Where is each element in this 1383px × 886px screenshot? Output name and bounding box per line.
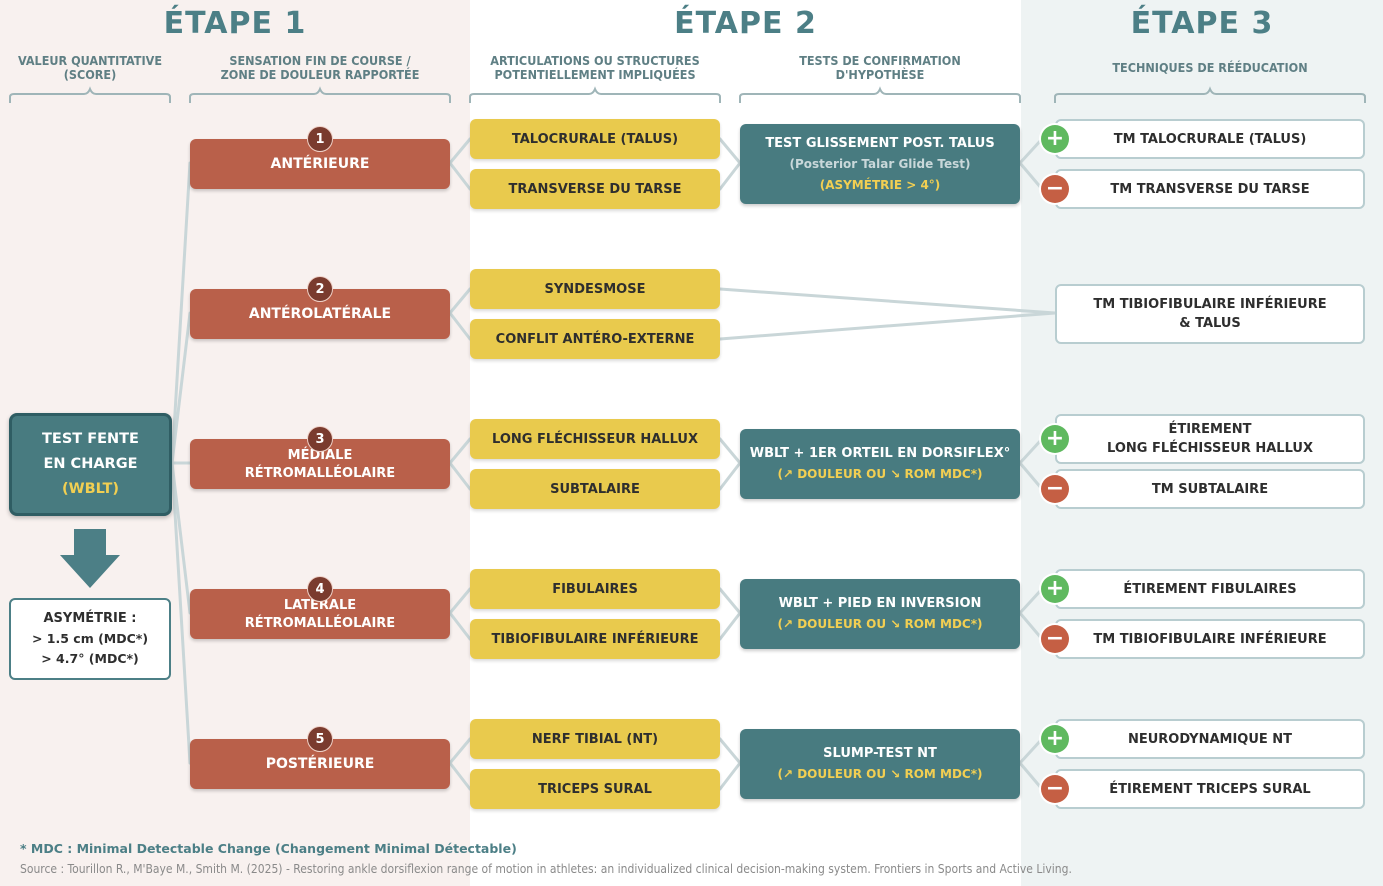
test-criterion: (↗ DOULEUR OU ↘ ROM MDC*)	[777, 467, 983, 481]
zone-number-5: 5	[307, 726, 333, 752]
structure-nerf-tibial: NERF TIBIAL (NT)	[470, 719, 720, 759]
structure-long-flechisseur: LONG FLÉCHISSEUR HALLUX	[470, 419, 720, 459]
wblt-main-box: TEST FENTE EN CHARGE (WBLT)	[9, 413, 172, 516]
structure-subtalaire: SUBTALAIRE	[470, 469, 720, 509]
structure-triceps-sural: TRICEPS SURAL	[470, 769, 720, 809]
minus-icon: −	[1041, 625, 1069, 653]
link-main-zone2	[170, 311, 192, 465]
technique-tm-tibiofibulaire-talus: TM TIBIOFIBULAIRE INFÉRIEURE & TALUS	[1055, 284, 1365, 344]
structure-conflit: CONFLIT ANTÉRO-EXTERNE	[470, 319, 720, 359]
test-criterion: (↗ DOULEUR OU ↘ ROM MDC*)	[777, 617, 983, 631]
technique-tm-tibiofibulaire: TM TIBIOFIBULAIRE INFÉRIEURE	[1055, 619, 1365, 659]
minus-icon: −	[1041, 175, 1069, 203]
zone-number-1: 1	[307, 126, 333, 152]
structure-syndesmose: SYNDESMOSE	[470, 269, 720, 309]
test-wblt-orteil: WBLT + 1ER ORTEIL EN DORSIFLEX° (↗ DOULE…	[740, 429, 1020, 499]
technique-neurodynamique: NEURODYNAMIQUE NT	[1055, 719, 1365, 759]
test-title: WBLT + 1ER ORTEIL EN DORSIFLEX°	[749, 446, 1011, 461]
column-heading-techniques: TECHNIQUES DE RÉÉDUCATION	[1112, 60, 1308, 75]
structure-talocrurale: TALOCRURALE (TALUS)	[470, 119, 720, 159]
asymmetry-box: ASYMÉTRIE : > 1.5 cm (MDC*) > 4.7° (MDC*…	[9, 598, 171, 680]
main-line3: (WBLT)	[61, 481, 120, 497]
main-line2: EN CHARGE	[43, 456, 138, 472]
stage2-title: ÉTAPE 2	[674, 6, 817, 41]
minus-icon: −	[1041, 775, 1069, 803]
technique-etirement-fibulaires: ÉTIREMENT FIBULAIRES	[1055, 569, 1365, 609]
technique-tm-talocrurale: TM TALOCRURALE (TALUS)	[1055, 119, 1365, 159]
plus-icon: +	[1041, 575, 1069, 603]
column-braces	[9, 86, 1366, 103]
structure-fibulaires: FIBULAIRES	[470, 569, 720, 609]
plus-icon: +	[1041, 425, 1069, 453]
asymmetry-cm: > 1.5 cm (MDC*)	[31, 631, 149, 646]
column-heading-score: VALEUR QUANTITATIVE (SCORE)	[17, 53, 163, 82]
down-arrow-icon	[60, 529, 120, 588]
column-heading-zone: SENSATION FIN DE COURSE / ZONE DE DOULEU…	[220, 53, 420, 82]
zone-number-2: 2	[307, 276, 333, 302]
zone-number-4: 4	[307, 576, 333, 602]
test-wblt-inversion: WBLT + PIED EN INVERSION (↗ DOULEUR OU ↘…	[740, 579, 1020, 649]
stage1-title: ÉTAPE 1	[163, 6, 307, 41]
asymmetry-deg: > 4.7° (MDC*)	[41, 651, 139, 666]
technique-tm-subtalaire: TM SUBTALAIRE	[1055, 469, 1365, 509]
test-subtitle: (Posterior Talar Glide Test)	[789, 156, 971, 171]
link-main-zone5	[170, 461, 192, 765]
technique-tm-transverse-tarse: TM TRANSVERSE DU TARSE	[1055, 169, 1365, 209]
source-citation: Source : Tourillon R., M'Baye M., Smith …	[20, 862, 1072, 876]
test-title: TEST GLISSEMENT POST. TALUS	[765, 135, 995, 151]
plus-icon: +	[1041, 725, 1069, 753]
stage3-title: ÉTAPE 3	[1130, 6, 1274, 41]
asymmetry-title: ASYMÉTRIE :	[43, 611, 137, 626]
test-title: WBLT + PIED EN INVERSION	[778, 596, 982, 611]
minus-icon: −	[1041, 475, 1069, 503]
test-glissement-talus: TEST GLISSEMENT POST. TALUS (Posterior T…	[740, 124, 1020, 204]
test-title: SLUMP-TEST NT	[823, 746, 937, 761]
structure-tibiofibulaire: TIBIOFIBULAIRE INFÉRIEURE	[470, 619, 720, 659]
technique-etirement-lfh: ÉTIREMENT LONG FLÉCHISSEUR HALLUX	[1055, 414, 1365, 464]
test-criterion: (↗ DOULEUR OU ↘ ROM MDC*)	[777, 767, 983, 781]
structure-transverse-tarse: TRANSVERSE DU TARSE	[470, 169, 720, 209]
main-line1: TEST FENTE	[42, 431, 139, 447]
test-slump: SLUMP-TEST NT (↗ DOULEUR OU ↘ ROM MDC*)	[740, 729, 1020, 799]
plus-icon: +	[1041, 125, 1069, 153]
column-heading-tests: TESTS DE CONFIRMATION D'HYPOTHÈSE	[799, 53, 961, 82]
technique-etirement-triceps: ÉTIREMENT TRICEPS SURAL	[1055, 769, 1365, 809]
zone-number-3: 3	[307, 426, 333, 452]
footnote-mdc: * MDC : Minimal Detectable Change (Chang…	[20, 841, 517, 856]
column-heading-structures: ARTICULATIONS OU STRUCTURES POTENTIELLEM…	[490, 53, 700, 82]
link-main-zone1	[170, 161, 192, 465]
test-criterion: (ASYMÉTRIE > 4°)	[819, 177, 941, 192]
